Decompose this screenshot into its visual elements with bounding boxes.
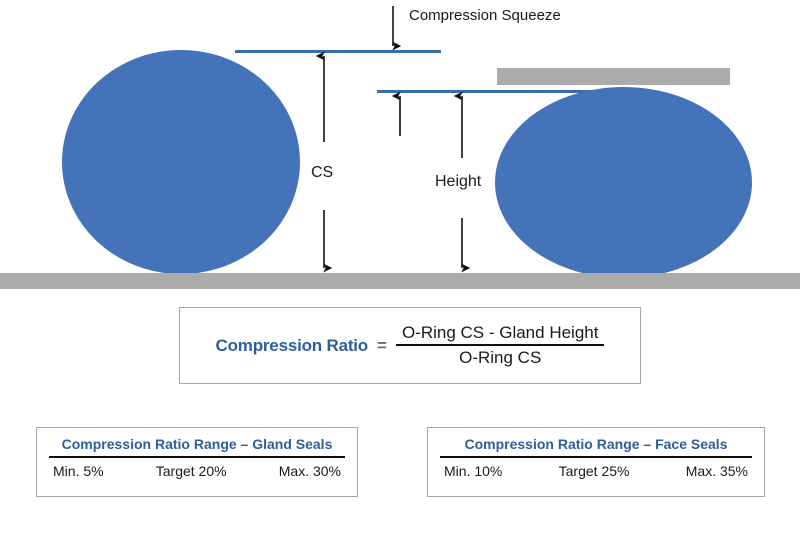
range-target-value: Target 20%	[155, 463, 227, 479]
formula-fraction-bar	[395, 344, 605, 346]
cs-top-reference-line	[235, 50, 441, 53]
range-table-rule	[49, 456, 345, 458]
upper-gland-plate	[497, 68, 730, 85]
range-target-value: Target 25%	[558, 463, 630, 479]
compression-squeeze-label: Compression Squeeze	[409, 7, 561, 24]
range-table-title: Compression Ratio Range – Face Seals	[464, 436, 728, 452]
compression-ratio-formula-box: Compression Ratio = O-Ring CS - Gland He…	[179, 307, 641, 384]
formula-fraction: O-Ring CS - Gland Height O-Ring CS	[395, 322, 605, 368]
gland-height-reference-line	[377, 90, 593, 93]
formula-equals-sign: =	[377, 335, 387, 355]
compression-ratio-range-gland-seals: Compression Ratio Range – Gland Seals Mi…	[36, 427, 358, 497]
range-max-value: Max. 30%	[278, 463, 341, 479]
height-dimension-label: Height	[435, 173, 482, 190]
dimension-arrows	[315, 6, 471, 273]
range-table-rule	[440, 456, 752, 458]
lower-gland-plate	[0, 273, 800, 289]
range-min-value: Min. 5%	[53, 463, 104, 479]
range-min-value: Min. 10%	[444, 463, 503, 479]
range-max-value: Max. 35%	[685, 463, 748, 479]
range-table-values-row: Min. 10% Target 25% Max. 35%	[438, 463, 754, 479]
compressed-o-ring	[495, 87, 752, 278]
range-table-values-row: Min. 5% Target 20% Max. 30%	[47, 463, 347, 479]
uncompressed-o-ring	[62, 50, 300, 274]
cs-dimension-label: CS	[311, 164, 334, 181]
formula-left-hand-side: Compression Ratio	[215, 335, 369, 355]
compression-ratio-range-face-seals: Compression Ratio Range – Face Seals Min…	[427, 427, 765, 497]
formula-denominator: O-Ring CS	[459, 348, 542, 367]
range-table-title: Compression Ratio Range – Gland Seals	[61, 436, 333, 452]
formula-numerator: O-Ring CS - Gland Height	[401, 322, 599, 342]
